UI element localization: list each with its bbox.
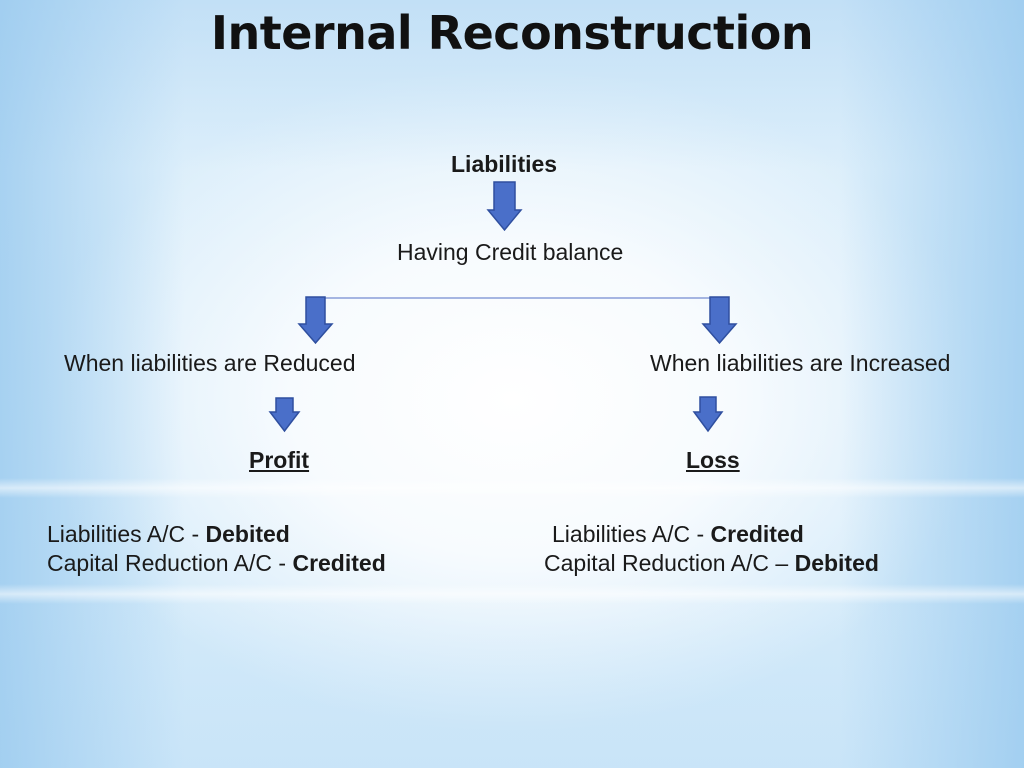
- node-liabilities-increased: When liabilities are Increased: [650, 350, 951, 376]
- entry-side: Credited: [710, 521, 804, 547]
- entry-account: Liabilities A/C -: [47, 521, 206, 547]
- arrow-down-icon: [701, 296, 738, 345]
- background-band: [0, 478, 1024, 498]
- journal-entry-left-2: Capital Reduction A/C - Credited: [47, 549, 386, 578]
- journal-entry-right-1: Liabilities A/C - Credited: [552, 520, 804, 549]
- node-profit: Profit: [249, 447, 310, 473]
- background-band: [0, 584, 1024, 604]
- node-loss: Loss: [686, 447, 740, 473]
- entry-account: Capital Reduction A/C -: [47, 550, 293, 576]
- arrow-down-icon: [297, 296, 334, 345]
- node-liabilities: Liabilities: [451, 151, 558, 177]
- arrow-down-icon: [268, 397, 301, 433]
- entry-account: Liabilities A/C -: [552, 521, 711, 547]
- entry-side: Debited: [794, 550, 879, 576]
- journal-entry-right-2: Capital Reduction A/C – Debited: [544, 549, 879, 578]
- node-liabilities-reduced: When liabilities are Reduced: [64, 350, 356, 376]
- node-having-credit-balance: Having Credit balance: [397, 239, 624, 265]
- entry-side: Credited: [292, 550, 386, 576]
- entry-account: Capital Reduction A/C –: [544, 550, 795, 576]
- entry-side: Debited: [205, 521, 290, 547]
- page-title: Internal Reconstruction: [210, 6, 814, 60]
- journal-entry-left-1: Liabilities A/C - Debited: [47, 520, 290, 549]
- arrow-down-icon: [486, 181, 523, 232]
- arrow-down-icon: [692, 396, 724, 433]
